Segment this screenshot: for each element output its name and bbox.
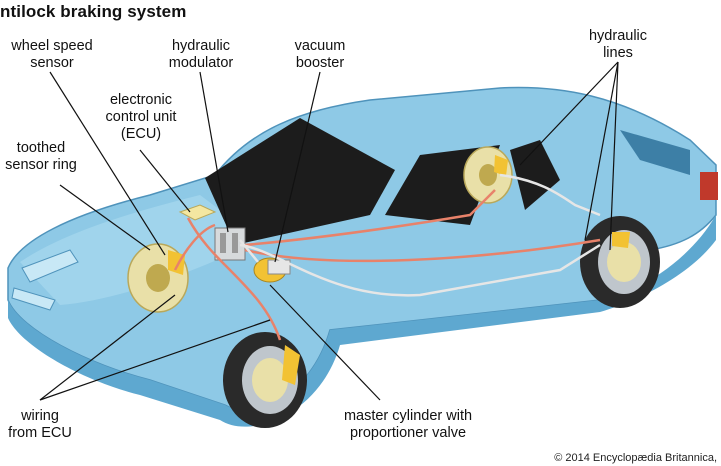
leader-lines bbox=[39, 61, 619, 401]
diagram-title: ntilock braking system bbox=[0, 2, 187, 21]
hydraulic-modulator-unit bbox=[214, 227, 246, 261]
hydraulic-line-paths bbox=[239, 173, 601, 297]
label-hydraulic-lines: hydraulic lines bbox=[588, 28, 648, 61]
label-wiring-from-ecu: wiring from ECU bbox=[8, 408, 72, 441]
wiring-lines bbox=[173, 189, 601, 341]
front-right-rotor bbox=[127, 243, 189, 313]
vacuum-booster-unit bbox=[253, 257, 291, 283]
label-toothed-sensor-ring: toothed sensor ring bbox=[5, 140, 77, 173]
car-glass bbox=[205, 118, 690, 245]
label-wheel-speed-sensor: wheel speed sensor bbox=[11, 38, 93, 71]
ecu-box bbox=[178, 204, 217, 221]
label-hydraulic-modulator: hydraulic modulator bbox=[168, 38, 234, 71]
label-vacuum-booster: vacuum booster bbox=[294, 38, 346, 71]
rear-right-rotor bbox=[463, 146, 513, 204]
rear-left-wheel bbox=[580, 216, 660, 308]
tail-light bbox=[700, 172, 718, 200]
front-left-wheel bbox=[223, 332, 307, 428]
label-ecu: electronic control unit (ECU) bbox=[105, 92, 177, 142]
label-master-cylinder: master cylinder with proportioner valve bbox=[343, 408, 473, 441]
copyright-credit: © 2014 Encyclopædia Britannica, bbox=[554, 452, 717, 464]
